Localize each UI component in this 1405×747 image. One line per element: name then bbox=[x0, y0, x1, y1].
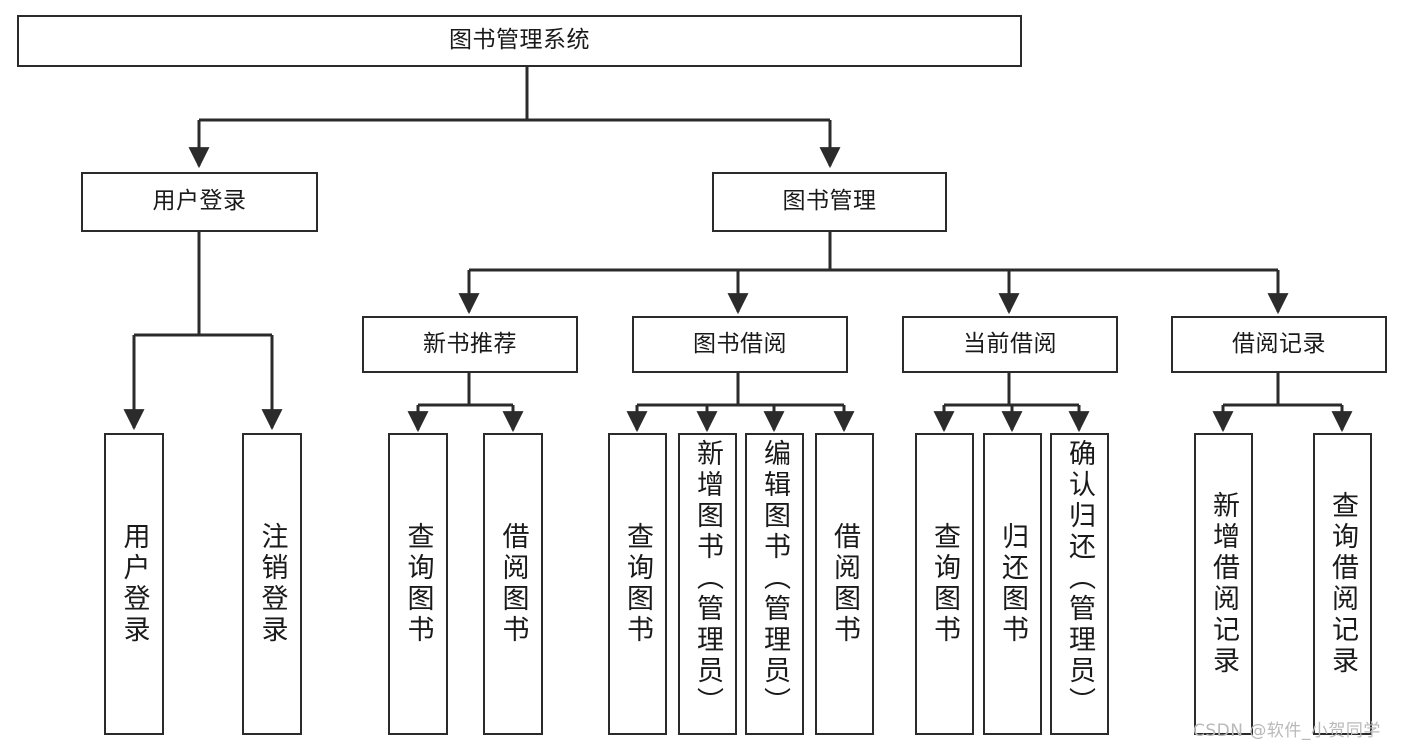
leaf-user-login[interactable]: 用户登录 bbox=[104, 433, 164, 735]
node-book-manage-label: 图书管理 bbox=[782, 188, 877, 215]
leaf-query-book-2[interactable]: 查询图书 bbox=[608, 433, 667, 735]
leaf-borrow-book-1-label: 借阅图书 bbox=[497, 522, 529, 646]
node-new-book-rec-label: 新书推荐 bbox=[423, 330, 517, 357]
node-current-borrow[interactable]: 当前借阅 bbox=[902, 316, 1118, 373]
node-root-label: 图书管理系统 bbox=[449, 27, 590, 54]
leaf-edit-book[interactable]: 编辑图书（管理员） bbox=[745, 433, 804, 735]
leaf-confirm-return-label: 确认归还（管理员） bbox=[1064, 439, 1095, 718]
node-book-manage[interactable]: 图书管理 bbox=[712, 172, 947, 232]
node-new-book-rec[interactable]: 新书推荐 bbox=[362, 316, 578, 373]
node-user-login-label: 用户登录 bbox=[152, 188, 247, 215]
leaf-query-book-3-label: 查询图书 bbox=[929, 522, 960, 646]
leaf-add-record[interactable]: 新增借阅记录 bbox=[1194, 433, 1253, 735]
leaf-add-book[interactable]: 新增图书（管理员） bbox=[678, 433, 737, 735]
leaf-query-book-1[interactable]: 查询图书 bbox=[388, 433, 448, 735]
leaf-query-book-1-label: 查询图书 bbox=[402, 522, 434, 646]
leaf-add-book-label: 新增图书（管理员） bbox=[692, 439, 723, 718]
leaf-user-logout-label: 注销登录 bbox=[256, 522, 288, 646]
leaf-user-logout[interactable]: 注销登录 bbox=[242, 433, 302, 735]
node-user-login[interactable]: 用户登录 bbox=[81, 172, 318, 232]
leaf-borrow-book-2[interactable]: 借阅图书 bbox=[815, 433, 874, 735]
leaf-borrow-book-2-label: 借阅图书 bbox=[829, 522, 860, 646]
leaf-return-book-label: 归还图书 bbox=[997, 522, 1028, 646]
node-current-borrow-label: 当前借阅 bbox=[963, 330, 1057, 357]
leaf-borrow-book-1[interactable]: 借阅图书 bbox=[483, 433, 543, 735]
node-book-borrow-label: 图书借阅 bbox=[693, 330, 787, 357]
leaf-edit-book-label: 编辑图书（管理员） bbox=[759, 439, 790, 718]
node-root[interactable]: 图书管理系统 bbox=[17, 15, 1022, 67]
leaf-confirm-return[interactable]: 确认归还（管理员） bbox=[1050, 433, 1109, 735]
leaf-query-record-label: 查询借阅记录 bbox=[1327, 491, 1358, 677]
node-borrow-record-label: 借阅记录 bbox=[1232, 330, 1326, 357]
leaf-query-record[interactable]: 查询借阅记录 bbox=[1313, 433, 1372, 735]
leaf-return-book[interactable]: 归还图书 bbox=[983, 433, 1042, 735]
csdn-watermark: CSDN @软件_小贺同学 bbox=[1193, 721, 1381, 741]
leaf-query-book-2-label: 查询图书 bbox=[622, 522, 653, 646]
leaf-user-login-label: 用户登录 bbox=[118, 522, 150, 646]
leaf-query-book-3[interactable]: 查询图书 bbox=[915, 433, 974, 735]
leaf-add-record-label: 新增借阅记录 bbox=[1208, 491, 1239, 677]
node-book-borrow[interactable]: 图书借阅 bbox=[632, 316, 848, 373]
node-borrow-record[interactable]: 借阅记录 bbox=[1171, 316, 1387, 373]
